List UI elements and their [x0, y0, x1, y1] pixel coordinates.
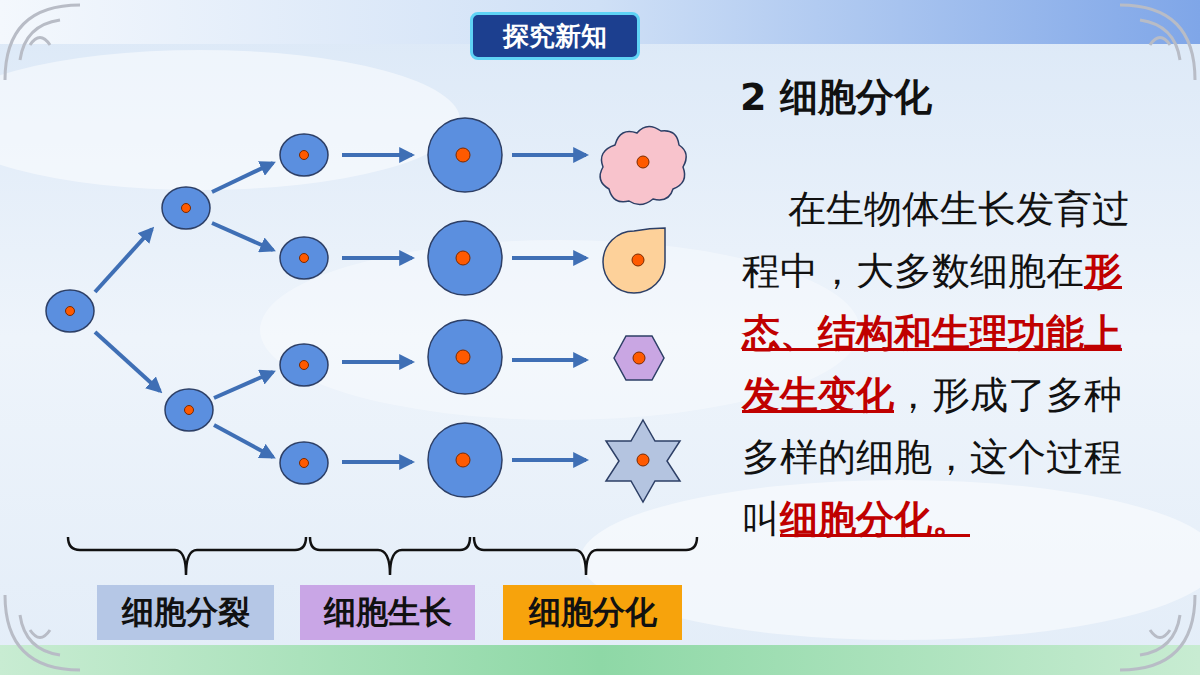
nuclei: [633, 352, 645, 364]
key-term: 细胞分化。: [780, 497, 970, 541]
nuclei: [632, 254, 644, 266]
nuclei: [637, 156, 649, 168]
node-text: 细胞分裂: [122, 591, 250, 635]
arrows: [214, 425, 273, 457]
corner-ornament: [1120, 595, 1195, 670]
arrows: [342, 460, 412, 464]
nuclei: [66, 307, 75, 316]
cells: [162, 187, 210, 229]
nuclei: [637, 454, 649, 466]
nuclei: [300, 361, 309, 370]
nuclei: [66, 148, 650, 468]
differentiated-cells: [606, 420, 680, 502]
nuclei: [456, 148, 470, 162]
node-text: 细胞生长: [324, 591, 452, 635]
corner-ornament: [5, 5, 80, 80]
differentiated-cells: [600, 126, 686, 502]
node-text: 探究新知: [503, 19, 607, 54]
nuclei: [182, 204, 191, 213]
differentiated-cells: [600, 126, 686, 204]
corner-ornament: [1120, 5, 1195, 80]
paragraph-text: 在生物体生长发育过程中，大多数细胞在: [742, 187, 1130, 293]
cells: [428, 118, 502, 192]
arrows: [95, 229, 152, 292]
nuclei: [456, 453, 470, 467]
arrows: [95, 155, 586, 462]
cells: [280, 134, 328, 176]
brackets: [474, 537, 697, 575]
corner-ornament: [5, 5, 1195, 670]
brackets: [68, 537, 697, 575]
arrows: [95, 332, 160, 391]
nuclei: [456, 350, 470, 364]
cells: [46, 118, 502, 497]
corner-ornament: [5, 595, 80, 670]
differentiated-cells: [603, 228, 665, 293]
cells: [280, 442, 328, 484]
arrows: [512, 256, 586, 260]
arrows: [212, 223, 273, 250]
brackets: [310, 537, 470, 575]
stage-label: 细胞分裂: [97, 585, 274, 640]
stage-label: 细胞分化: [503, 585, 682, 640]
nuclei: [300, 459, 309, 468]
cells: [428, 423, 502, 497]
brackets: [68, 537, 306, 575]
cells: [428, 221, 502, 295]
arrows: [214, 372, 273, 398]
node-text: 细胞分化: [529, 591, 657, 635]
stage-label: 细胞生长: [300, 585, 475, 640]
cells: [280, 344, 328, 386]
arrows: [342, 360, 412, 364]
arrows: [212, 163, 273, 192]
section-badge: 探究新知: [470, 12, 640, 60]
cells: [280, 237, 328, 279]
nuclei: [300, 151, 309, 160]
arrows: [512, 458, 586, 462]
cells: [428, 320, 502, 394]
arrows: [512, 358, 586, 362]
definition-paragraph: 在生物体生长发育过程中，大多数细胞在形态、结构和生理功能上发生变化，形成了多种多…: [742, 178, 1147, 550]
bottom-band: [0, 645, 1200, 675]
bottom-band: [0, 645, 1200, 675]
arrows: [342, 153, 412, 157]
arrows: [342, 256, 412, 260]
title-text: 2 细胞分化: [740, 75, 932, 119]
cells: [46, 290, 94, 332]
cells: [165, 389, 213, 431]
slide-title: 2 细胞分化: [740, 72, 932, 123]
nuclei: [456, 251, 470, 265]
differentiated-cells: [614, 336, 664, 380]
nuclei: [300, 254, 309, 263]
nuclei: [185, 406, 194, 415]
arrows: [512, 153, 586, 157]
sky-ground: [0, 50, 460, 190]
